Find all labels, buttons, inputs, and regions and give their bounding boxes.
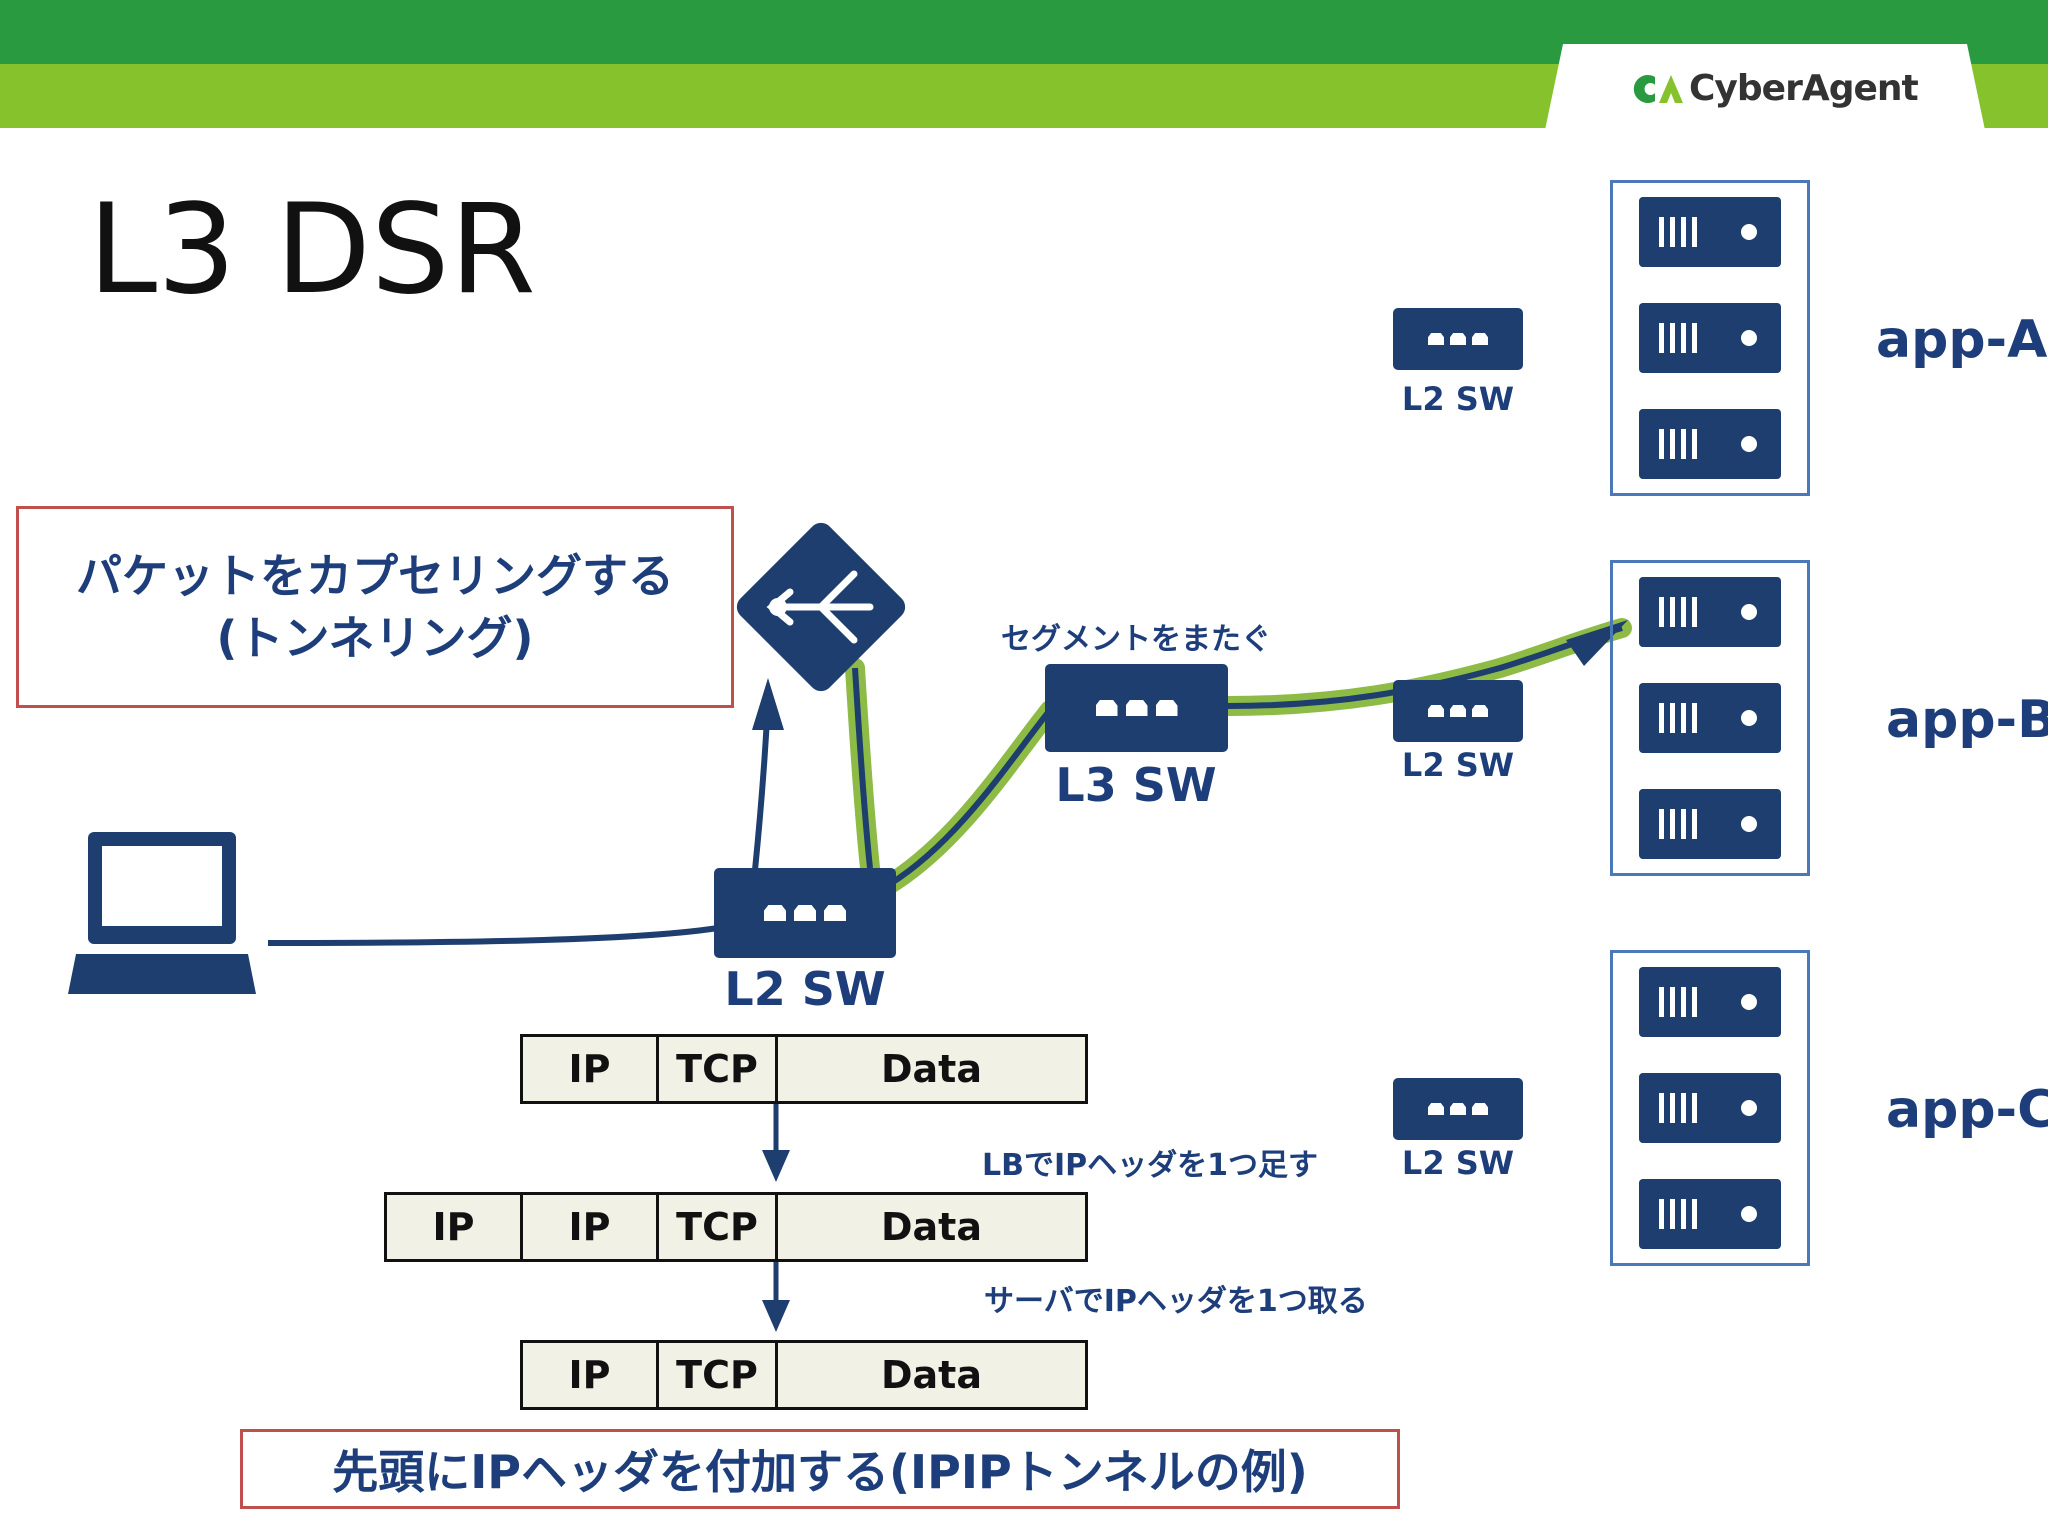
logo-tab: [1545, 44, 1985, 130]
server-icon: [1639, 303, 1781, 373]
callout-line-1: パケットをカプセリングする: [76, 549, 674, 603]
encapsulation-callout: パケットをカプセリングする (トンネリング): [16, 506, 734, 708]
server-icon: [1639, 967, 1781, 1037]
packet-cell: IP: [523, 1343, 659, 1407]
server-rack-c: [1610, 950, 1810, 1266]
server-icon: [1639, 409, 1781, 479]
logo-icon: [1633, 74, 1683, 103]
laptop-link: [267, 925, 719, 946]
server-rack-a: [1610, 180, 1810, 496]
slide-title: L3 DSR: [88, 178, 536, 322]
packet-cell: IP: [523, 1195, 659, 1259]
server-icon: [1639, 197, 1781, 267]
switch-port-icon: [1472, 333, 1488, 345]
switch-port-icon: [1155, 700, 1178, 716]
switch-port-icon: [1450, 705, 1466, 717]
step2-label: サーバでIPヘッダを1つ取る: [984, 1284, 1368, 1319]
l3-switch-label: L3 SW: [1055, 758, 1217, 812]
packet-arrow-1-head: [762, 1150, 790, 1182]
l2-switch-c: [1393, 1078, 1523, 1140]
switch-port-icon: [1428, 1103, 1444, 1115]
switch-port-icon: [1472, 705, 1488, 717]
l2-switch-a: [1393, 308, 1523, 370]
packet-arrow-2-head: [762, 1300, 790, 1332]
switch-port-icon: [794, 905, 816, 921]
laptop-icon: [68, 832, 256, 994]
load-balancer-icon: [736, 522, 906, 692]
server-icon: [1639, 577, 1781, 647]
switch-port-icon: [1428, 333, 1444, 345]
server-icon: [1639, 1179, 1781, 1249]
l2-switch-main: [714, 868, 896, 958]
step1-label: LBでIPヘッダを1つ足す: [982, 1148, 1319, 1183]
packet-cell: IP: [523, 1037, 659, 1101]
packet-cell: Data: [881, 1205, 982, 1249]
packet-decapsulated: IP TCP Data: [520, 1340, 1088, 1410]
l3-switch: [1045, 664, 1228, 752]
packet-cell: Data: [881, 1047, 982, 1091]
app-c-label: app-C: [1886, 1080, 2048, 1140]
switch-port-icon: [1095, 700, 1118, 716]
server-rack-b: [1610, 560, 1810, 876]
bottom-note: 先頭にIPヘッダを付加する(IPIPトンネルの例): [332, 1445, 1308, 1499]
l2-switch-b-label: L2 SW: [1401, 746, 1515, 784]
bottom-note-box: 先頭にIPヘッダを付加する(IPIPトンネルの例): [240, 1429, 1400, 1509]
packet-cell: TCP: [659, 1037, 778, 1101]
server-icon: [1639, 1073, 1781, 1143]
packet-cell: Data: [881, 1353, 982, 1397]
switch-port-icon: [764, 905, 786, 921]
l2-switch-main-label: L2 SW: [724, 962, 886, 1016]
packet-cell: IP: [387, 1195, 523, 1259]
server-icon: [1639, 683, 1781, 753]
packet-original: IP TCP Data: [520, 1034, 1088, 1104]
callout-line-2: (トンネリング): [216, 611, 534, 665]
switch-port-icon: [1125, 700, 1148, 716]
logo-text: CyberAgent: [1689, 68, 1919, 109]
packet-cell: TCP: [659, 1343, 778, 1407]
server-icon: [1639, 789, 1781, 859]
switch-port-icon: [1428, 705, 1444, 717]
cyberagent-logo: CyberAgent: [1625, 68, 1919, 109]
packet-encapsulated: IP IP TCP Data: [384, 1192, 1088, 1262]
switch-port-icon: [824, 905, 846, 921]
switch-port-icon: [1472, 1103, 1488, 1115]
segment-label: セグメントをまたぐ: [1001, 622, 1271, 657]
lb-arrow-head: [752, 678, 784, 730]
app-a-label: app-A: [1876, 310, 2048, 370]
packet-cell: TCP: [659, 1195, 778, 1259]
switch-port-icon: [1450, 1103, 1466, 1115]
app-b-label: app-B: [1886, 690, 2048, 750]
switch-port-icon: [1450, 333, 1466, 345]
l2-switch-b: [1393, 680, 1523, 742]
l2-switch-a-label: L2 SW: [1401, 380, 1515, 418]
l2-switch-c-label: L2 SW: [1401, 1144, 1515, 1182]
